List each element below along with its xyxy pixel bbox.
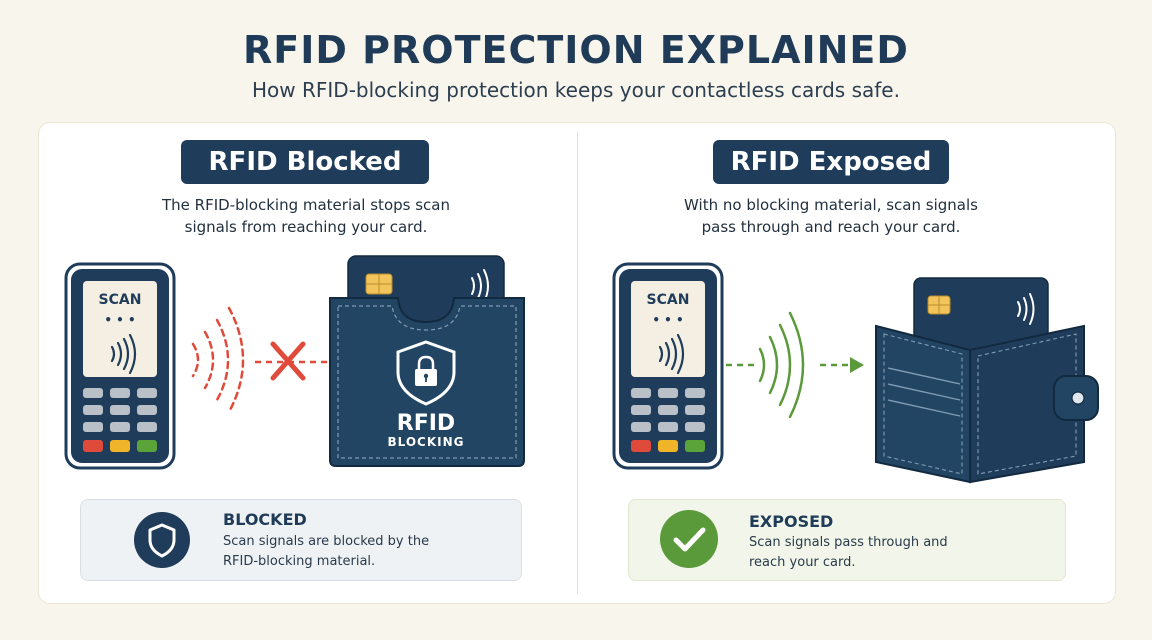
card-chip-icon-exposed bbox=[927, 295, 951, 315]
sleeve-label-main: RFID bbox=[397, 411, 455, 436]
right-terminal-clear-key bbox=[658, 440, 678, 452]
right-panel-description: With no blocking material, scan signals … bbox=[640, 194, 1022, 238]
left-terminal-cancel-key bbox=[83, 440, 103, 452]
wallet-clasp bbox=[1053, 375, 1099, 421]
left-terminal-dots: • • • bbox=[104, 313, 135, 327]
exposed-status-line-1: Scan signals pass through and bbox=[749, 535, 948, 550]
blocked-status-line-2: RFID-blocking material. bbox=[223, 554, 376, 569]
exposed-signal-waves bbox=[758, 311, 805, 419]
left-description-line-2: signals from reaching your card. bbox=[184, 218, 428, 236]
right-terminal-ok-key bbox=[685, 440, 705, 452]
left-description-line-1: The RFID-blocking material stops scan bbox=[162, 196, 450, 214]
wallet-right-flap bbox=[969, 324, 1085, 484]
wallet-card-slots bbox=[887, 367, 961, 417]
blocked-signal-waves bbox=[191, 306, 245, 414]
exposed-signal bbox=[726, 311, 864, 419]
checkmark-icon bbox=[660, 510, 718, 568]
blocked-status-text: Scan signals are blocked by the RFID-blo… bbox=[223, 532, 443, 572]
left-panel-description: The RFID-blocking material stops scan si… bbox=[120, 194, 492, 238]
exposed-status-line-2: reach your card. bbox=[749, 555, 856, 570]
right-description-line-2: pass through and reach your card. bbox=[701, 218, 961, 236]
shield-icon bbox=[134, 512, 190, 568]
blocked-status-box: BLOCKED Scan signals are blocked by the … bbox=[80, 499, 522, 581]
exposed-status-title: EXPOSED bbox=[749, 512, 834, 531]
right-terminal-scan-label: SCAN bbox=[647, 292, 690, 308]
card-chip-icon bbox=[365, 273, 393, 295]
blocked-x-icon bbox=[270, 341, 306, 381]
left-terminal-scan-label: SCAN bbox=[99, 292, 142, 308]
lock-shield-icon bbox=[396, 340, 456, 406]
left-panel-header: RFID Blocked bbox=[181, 140, 429, 184]
blocked-status-line-1: Scan signals are blocked by the bbox=[223, 534, 430, 549]
panel-divider bbox=[577, 132, 578, 594]
open-wallet bbox=[875, 277, 1099, 484]
left-terminal-ok-key bbox=[137, 440, 157, 452]
exposed-status-text: Scan signals pass through and reach your… bbox=[749, 533, 969, 573]
right-terminal-cancel-key bbox=[631, 440, 651, 452]
left-terminal-clear-key bbox=[110, 440, 130, 452]
wallet-left-flap bbox=[875, 324, 971, 484]
page-title: RFID PROTECTION EXPLAINED bbox=[243, 28, 909, 72]
left-terminal-contactless-icon bbox=[110, 333, 137, 375]
right-description-line-1: With no blocking material, scan signals bbox=[684, 196, 978, 214]
left-payment-terminal: SCAN • • • bbox=[64, 262, 176, 470]
exposed-signal-arrowhead bbox=[850, 357, 864, 373]
right-terminal-dots: • • • bbox=[652, 313, 683, 327]
right-terminal-keypad bbox=[631, 388, 705, 432]
left-terminal-keypad bbox=[83, 388, 157, 432]
blocked-signal bbox=[191, 306, 330, 414]
right-panel-header: RFID Exposed bbox=[713, 140, 949, 184]
sleeve-stitching bbox=[337, 305, 517, 459]
blocked-status-title: BLOCKED bbox=[223, 510, 307, 529]
exposed-status-box: EXPOSED Scan signals pass through and re… bbox=[628, 499, 1066, 581]
page-subtitle: How RFID-blocking protection keeps your … bbox=[252, 78, 900, 102]
card-contactless-icon-exposed bbox=[1017, 293, 1035, 325]
rfid-blocking-sleeve: RFID BLOCKING bbox=[329, 255, 525, 467]
right-payment-terminal: SCAN • • • bbox=[612, 262, 724, 470]
sleeve-label-sub: BLOCKING bbox=[387, 435, 464, 449]
wallet-right-stitching bbox=[977, 333, 1077, 475]
right-terminal-contactless-icon bbox=[658, 333, 685, 375]
